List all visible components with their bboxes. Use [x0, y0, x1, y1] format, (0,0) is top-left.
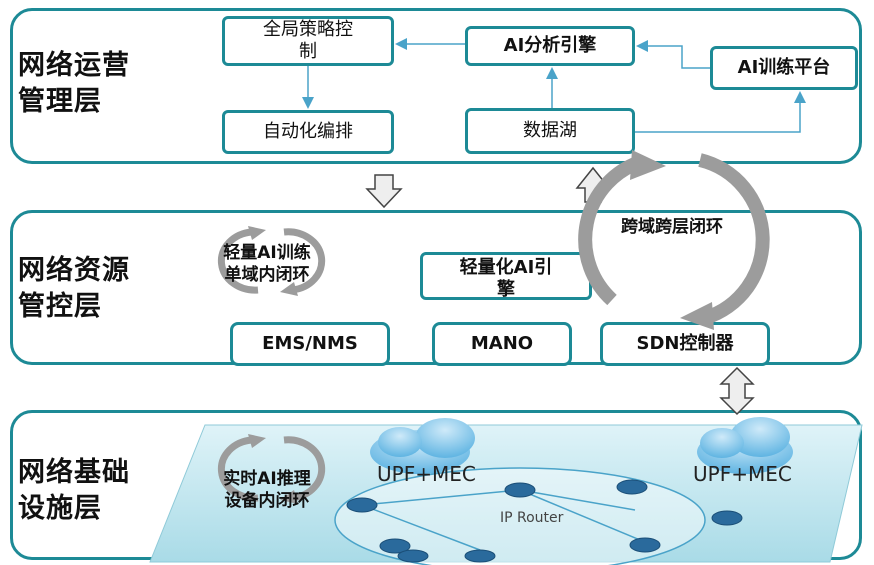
auto-orchestration-box: 自动化编排	[222, 110, 394, 154]
data-lake-box: 数据湖	[465, 108, 635, 154]
upf-mec-left: UPF+MEC	[377, 462, 476, 486]
ai-training-box: AI训练平台	[710, 46, 858, 90]
global-policy-box: 全局策略控 制	[222, 16, 394, 66]
up-block-arrow	[575, 166, 611, 203]
ems-nms-label: EMS/NMS	[262, 333, 358, 354]
mano-label: MANO	[470, 333, 534, 354]
cross-loop-text: 跨域跨层闭环	[621, 217, 723, 237]
ip-router-label: IP Router	[500, 510, 564, 526]
light-engine-label: 轻量化AI引 擎	[459, 257, 553, 300]
auto-orchestration-label: 自动化编排	[263, 121, 353, 142]
ai-training-label: AI训练平台	[737, 57, 831, 78]
global-policy-label: 全局策略控 制	[263, 19, 353, 62]
light-loop-text: 轻量AI训练 单域内闭环	[223, 243, 311, 285]
control-layer-title: 网络资源 管控层	[18, 255, 130, 322]
ems-nms-box: EMS/NMS	[230, 322, 390, 366]
ai-engine-label: AI分析引擎	[503, 35, 597, 56]
mano-box: MANO	[432, 322, 572, 366]
data-lake-label: 数据湖	[523, 120, 577, 141]
ai-engine-box: AI分析引擎	[465, 26, 635, 66]
upf-mec-right: UPF+MEC	[693, 462, 792, 486]
down-block-arrow	[365, 174, 403, 209]
sdn-controller-label: SDN控制器	[636, 333, 734, 354]
realtime-loop-text: 实时AI推理 设备内闭环	[223, 469, 311, 511]
ops-layer-title: 网络运营 管理层	[18, 50, 130, 117]
double-block-arrow	[719, 366, 755, 416]
light-engine-box: 轻量化AI引 擎	[420, 252, 592, 300]
infra-layer-title: 网络基础 设施层	[18, 457, 130, 524]
sdn-controller-box: SDN控制器	[600, 322, 770, 366]
